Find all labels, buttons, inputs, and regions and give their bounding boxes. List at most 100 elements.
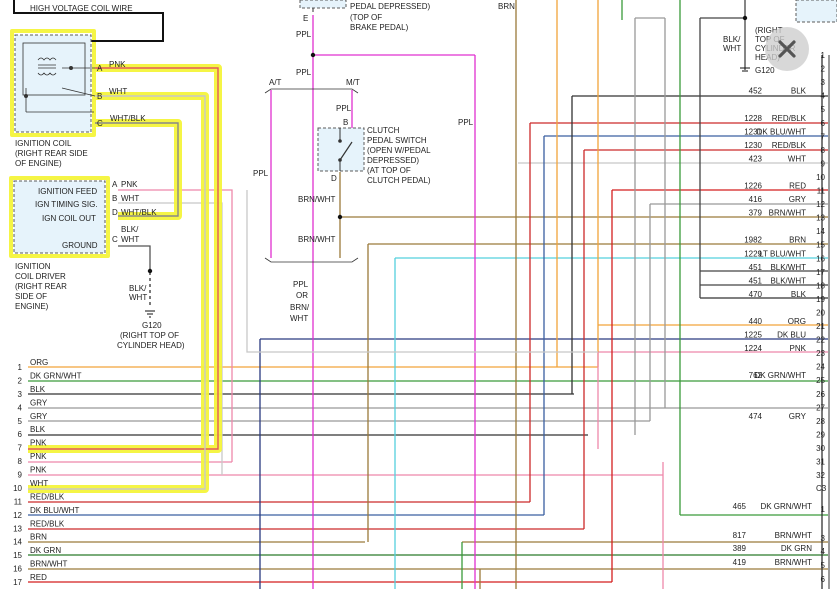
left-pin-number: 12 [13, 511, 22, 520]
right-pin-number: 26 [816, 390, 825, 399]
right-pin-circuit: 1228 [744, 114, 762, 123]
driver-wire-a: PNK [121, 180, 138, 189]
c3-pin-circuit: 465 [733, 502, 747, 511]
wire-driver-gnd-wht [118, 245, 151, 270]
left-pin-number: 9 [18, 471, 23, 480]
right-pin-number: 18 [816, 281, 825, 290]
hv-coil-wire-label: HIGH VOLTAGE COIL WIRE [30, 4, 133, 13]
clutch-desc-2: PEDAL SWITCH [367, 136, 427, 145]
clutch-pedal-switch[interactable] [317, 127, 365, 172]
right-pin-number: 1 [821, 51, 826, 60]
left-pin-number: 16 [13, 565, 22, 574]
driver-title-5: ENGINE) [15, 302, 49, 311]
top-right-wire-1: BLK/ [723, 35, 741, 44]
right-pin-number: 5 [821, 105, 826, 114]
left-pin-number: 6 [18, 430, 23, 439]
driver-title-3: (RIGHT REAR [15, 282, 67, 291]
left-pin-wire: PNK [30, 439, 47, 448]
left-pin-wire: RED/BLK [30, 519, 65, 528]
wire-wht-coil [28, 95, 206, 490]
ground-wire-label-2: WHT [129, 293, 147, 302]
driver-label-coilout: IGN COIL OUT [42, 214, 96, 223]
ignition-coil-driver[interactable]: IGNITION FEED IGN TIMING SIG. IGN COIL O… [13, 180, 157, 254]
c3-pin-wire: DK GRN [781, 544, 812, 553]
right-pin-number: 23 [816, 349, 825, 358]
brnwht-label-1: BRN/WHT [298, 195, 335, 204]
left-pin-number: 13 [13, 524, 22, 533]
hv-coil-wire-box: HIGH VOLTAGE COIL WIRE [13, 0, 164, 42]
driver-label-feed: IGNITION FEED [38, 187, 97, 196]
right-pin-wire: BLK/WHT [770, 263, 806, 272]
option-bracket-top [264, 88, 359, 94]
right-pin-wire: RED/BLK [772, 141, 807, 150]
g120-right-label: G120 [755, 66, 775, 75]
left-pin-number: 3 [18, 390, 23, 399]
right-pin-number: 29 [816, 430, 825, 439]
left-pin-number: 2 [18, 376, 23, 385]
ppl-or-2: OR [296, 291, 308, 300]
right-pin-circuit: 474 [749, 412, 763, 421]
top-right-wire-2: WHT [723, 44, 741, 53]
left-pin-wire: BLK [30, 425, 46, 434]
right-pin-number: 13 [816, 214, 825, 223]
ppl-label-at: PPL [253, 169, 269, 178]
ignition-coil[interactable]: A PNK B WHT C WHT/BLK [14, 34, 146, 133]
coil-winding-icon [25, 57, 96, 113]
right-pin-circuit: 1225 [744, 331, 762, 340]
top-right-component [795, 0, 837, 23]
driver-title-2: COIL DRIVER [15, 272, 66, 281]
close-button[interactable] [765, 27, 809, 71]
ground-splice-dot [147, 268, 153, 274]
close-icon [778, 40, 796, 58]
g120-label: G120 [142, 321, 162, 330]
driver-title-1: IGNITION [15, 262, 51, 271]
c3-pin-wire: DK GRN/WHT [760, 502, 812, 511]
c3-pin-number: 3 [821, 534, 826, 543]
right-pin-circuit: 451 [749, 276, 763, 285]
right-pin-number: 21 [816, 322, 825, 331]
right-pin-circuit: 379 [749, 209, 763, 218]
c3-pin-number: 5 [821, 561, 826, 570]
ppl-label-1: PPL [296, 30, 312, 39]
ignition-coil-loc1: (RIGHT REAR SIDE [15, 149, 88, 158]
brake-pedal-desc-3: BRAKE PEDAL) [350, 23, 409, 32]
right-pin-number: 11 [817, 187, 826, 196]
left-pin-number: 5 [18, 417, 23, 426]
left-pin-wire: RED/BLK [30, 492, 65, 501]
ignition-coil-title: IGNITION COIL [15, 139, 72, 148]
ppl-label-mt: PPL [336, 104, 352, 113]
wire-driver-pnk [118, 189, 233, 462]
left-pin-number: 1 [18, 363, 23, 372]
right-pin-circuit: 451 [749, 263, 763, 272]
top-right-desc-1: (RIGHT [755, 26, 783, 35]
driver-wire-b: WHT [121, 194, 139, 203]
left-pin-number: 4 [18, 403, 23, 412]
c3-pin-circuit: 389 [733, 544, 747, 553]
coil-pin-c: C [97, 119, 103, 128]
g120-desc-2: CYLINDER HEAD) [117, 341, 185, 350]
ppl-or-3: BRN/ [290, 303, 310, 312]
right-pin-wire: LT BLU/WHT [759, 249, 806, 258]
right-pin-circuit: 440 [749, 317, 763, 326]
clutch-desc-5: (AT TOP OF [367, 166, 411, 175]
brake-pedal-desc-1: PEDAL DEPRESSED) [350, 2, 431, 11]
right-pin-number: 22 [816, 336, 825, 345]
brake-switch[interactable] [299, 0, 347, 12]
right-pin-number: 2 [821, 65, 826, 74]
at-label: A/T [269, 78, 282, 87]
right-pin-number: 3 [821, 78, 826, 87]
wire-g120-gray [246, 190, 598, 353]
clutch-desc-3: (OPEN W/PEDAL [367, 146, 431, 155]
c3-pin-circuit: 419 [733, 558, 747, 567]
right-pin-wire: BLK [791, 87, 807, 96]
left-pin-wire: RED [30, 573, 47, 582]
left-pin-number: 11 [14, 497, 23, 506]
c3-label: C3 [816, 484, 827, 493]
clutch-pin-d: D [331, 174, 337, 183]
right-pin-number: 6 [821, 119, 826, 128]
driver-label-ground: GROUND [62, 241, 98, 250]
driver-wire-d: WHT/BLK [121, 208, 157, 217]
